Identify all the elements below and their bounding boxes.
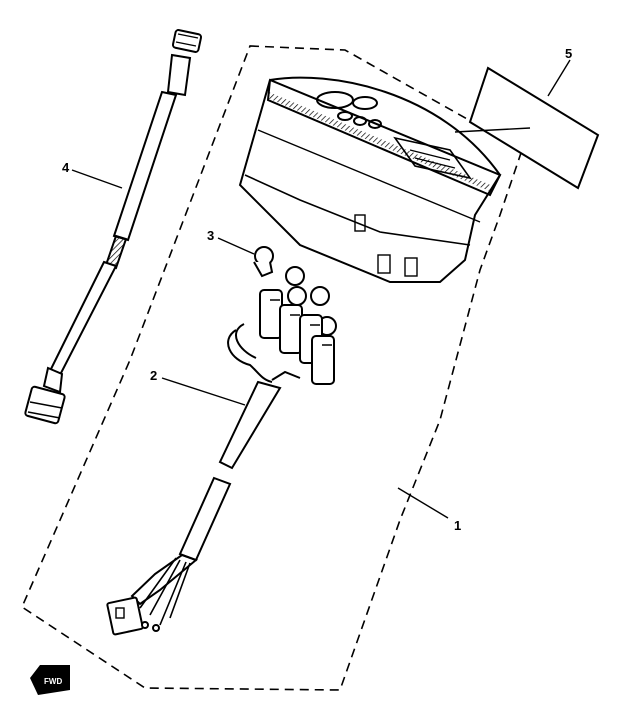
leader-5 bbox=[547, 59, 571, 97]
leader-2 bbox=[161, 377, 246, 406]
callout-2: 2 bbox=[150, 368, 157, 383]
meter-assembly bbox=[238, 76, 502, 283]
forward-direction-marker: FWD bbox=[30, 665, 70, 695]
callout-4: 4 bbox=[62, 160, 70, 175]
leader-1 bbox=[397, 487, 449, 519]
bulb bbox=[253, 246, 274, 278]
fwd-label: FWD bbox=[44, 677, 62, 686]
leader-3 bbox=[217, 237, 255, 255]
callout-3: 3 bbox=[207, 228, 214, 243]
callout-5: 5 bbox=[565, 46, 572, 61]
socket-harness bbox=[106, 266, 337, 636]
assembly-boundary-dashed bbox=[20, 45, 523, 691]
speedometer-cable bbox=[24, 29, 203, 425]
callout-1: 1 bbox=[454, 518, 461, 533]
leader-5b bbox=[454, 127, 531, 133]
lens-panel bbox=[468, 66, 600, 190]
leader-4 bbox=[71, 169, 123, 189]
